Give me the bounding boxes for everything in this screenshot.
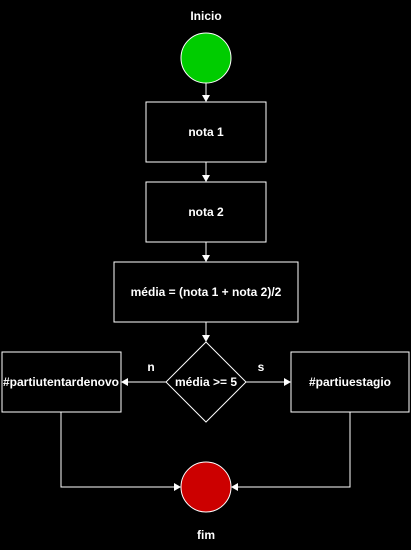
arrowhead-media-to-decision [202,335,210,342]
start-label: Inicio [190,9,221,23]
arrowhead-decision-to-yes [284,378,291,386]
step-media-label: média = (nota 1 + nota 2)/2 [131,285,282,299]
branch-no-label: n [147,360,154,374]
decision-diamond [165,341,247,423]
arrowhead-decision-to-no [121,378,128,386]
outcome-no-label: #partiutentardenovo [3,375,119,389]
end-node [180,461,232,513]
step-nota-1-box [145,101,267,163]
arrowhead-no-to-end [174,483,181,491]
start-node [180,32,232,84]
decision-label: média >= 5 [175,375,237,389]
arrowhead-nota-1-to-nota-2 [202,175,210,182]
edge-yes-to-end [237,412,351,488]
branch-yes-label: s [258,360,265,374]
arrowhead-start-to-nota-1 [202,95,210,102]
step-nota-1-label: nota 1 [188,125,224,139]
outcome-yes-label: #partiuestagio [309,375,391,389]
arrowhead-nota-2-to-media [202,255,210,262]
end-label: fim [197,528,215,542]
arrowhead-yes-to-end [231,483,238,491]
step-nota-2-label: nota 2 [188,205,224,219]
outcome-no-box [1,351,122,413]
edge-no-to-end [60,412,175,488]
step-nota-2-box [145,181,267,243]
